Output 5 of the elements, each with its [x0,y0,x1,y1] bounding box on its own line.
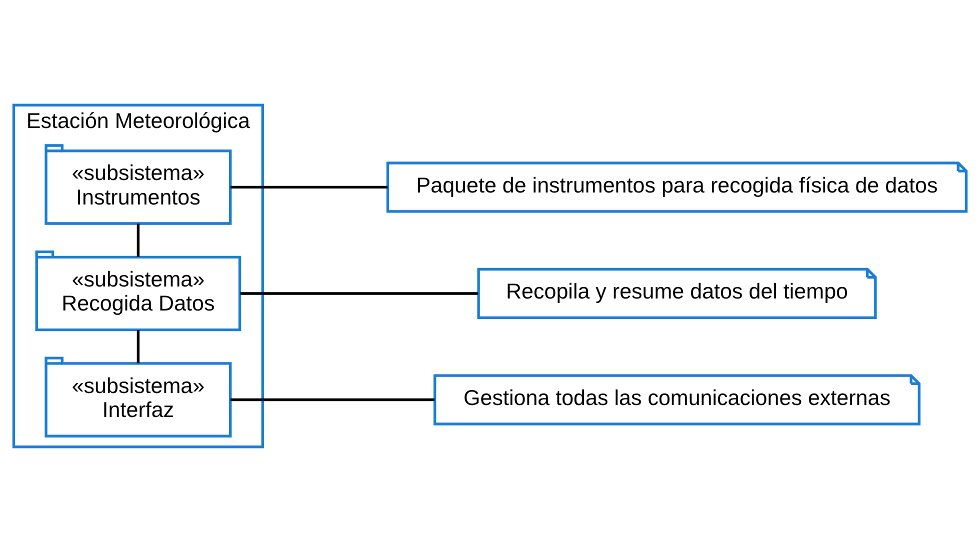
connector [240,292,478,295]
connector [230,186,388,189]
connector [136,224,140,257]
connector [136,330,140,364]
connector [230,398,435,402]
